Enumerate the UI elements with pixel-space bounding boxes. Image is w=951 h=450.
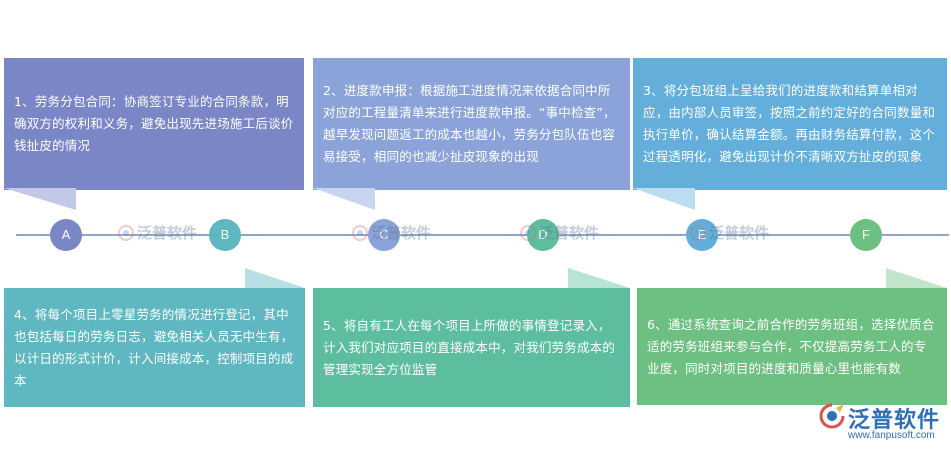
box-tail-5 bbox=[568, 268, 630, 288]
step-text-5: 5、将自有工人在每个项目上所做的事情登记录入，计入我们对应项目的直接成本中，对我… bbox=[323, 317, 616, 377]
step-box-6: 6、通过系统查询之前合作的劳务班组，选择优质合适的劳务班组来参与合作，不仅提高劳… bbox=[637, 288, 947, 405]
logo-name: 泛普软件 bbox=[848, 408, 941, 433]
node-e: E bbox=[686, 219, 718, 251]
step-box-2: 2、进度款申报：根据施工进度情况来依据合同中所对应的工程量清单来进行进度款申报。… bbox=[313, 58, 630, 190]
watermark-logo-icon bbox=[118, 224, 134, 241]
node-a: A bbox=[50, 219, 82, 251]
step-text-2: 2、进度款申报：根据施工进度情况来依据合同中所对应的工程量清单来进行进度款申报。… bbox=[323, 83, 616, 164]
step-box-3: 3、将分包班组上呈给我们的进度款和结算单相对应，由内部人员审签，按照之前约定好的… bbox=[633, 58, 947, 190]
node-c: C bbox=[368, 219, 400, 251]
watermark-1: 泛普软件 bbox=[118, 222, 197, 243]
step-box-4: 4、将每个项目上零星劳务的情况进行登记，其中也包括每日的劳务日志，避免相关人员无… bbox=[4, 288, 305, 407]
step-text-6: 6、通过系统查询之前合作的劳务班组，选择优质合适的劳务班组来参与合作，不仅提高劳… bbox=[647, 316, 935, 376]
step-text-1: 1、劳务分包合同：协商签订专业的合同条款，明确双方的权利和义务，避免出现先进场施… bbox=[14, 94, 294, 153]
logo-url: www.fanpusoft.com bbox=[848, 430, 935, 441]
step-box-5: 5、将自有工人在每个项目上所做的事情登记录入，计入我们对应项目的直接成本中，对我… bbox=[313, 288, 630, 407]
brand-logo: 泛普软件 www.fanpusoft.com bbox=[818, 400, 948, 446]
node-d: D bbox=[527, 219, 559, 251]
box-tail-2 bbox=[313, 188, 375, 210]
box-tail-3 bbox=[633, 188, 695, 210]
node-b: B bbox=[209, 219, 241, 251]
node-f: F bbox=[850, 219, 882, 251]
fanpu-logo-icon bbox=[819, 403, 845, 429]
box-tail-6 bbox=[886, 268, 947, 288]
step-box-1: 1、劳务分包合同：协商签订专业的合同条款，明确双方的权利和义务，避免出现先进场施… bbox=[4, 58, 304, 190]
step-text-3: 3、将分包班组上呈给我们的进度款和结算单相对应，由内部人员审签，按照之前约定好的… bbox=[643, 83, 936, 164]
box-tail-1 bbox=[4, 188, 76, 210]
watermark-logo-icon bbox=[352, 224, 368, 241]
box-tail-4 bbox=[245, 268, 305, 288]
step-text-4: 4、将每个项目上零星劳务的情况进行登记，其中也包括每日的劳务日志，避免相关人员无… bbox=[14, 306, 294, 388]
timeline bbox=[16, 234, 949, 236]
